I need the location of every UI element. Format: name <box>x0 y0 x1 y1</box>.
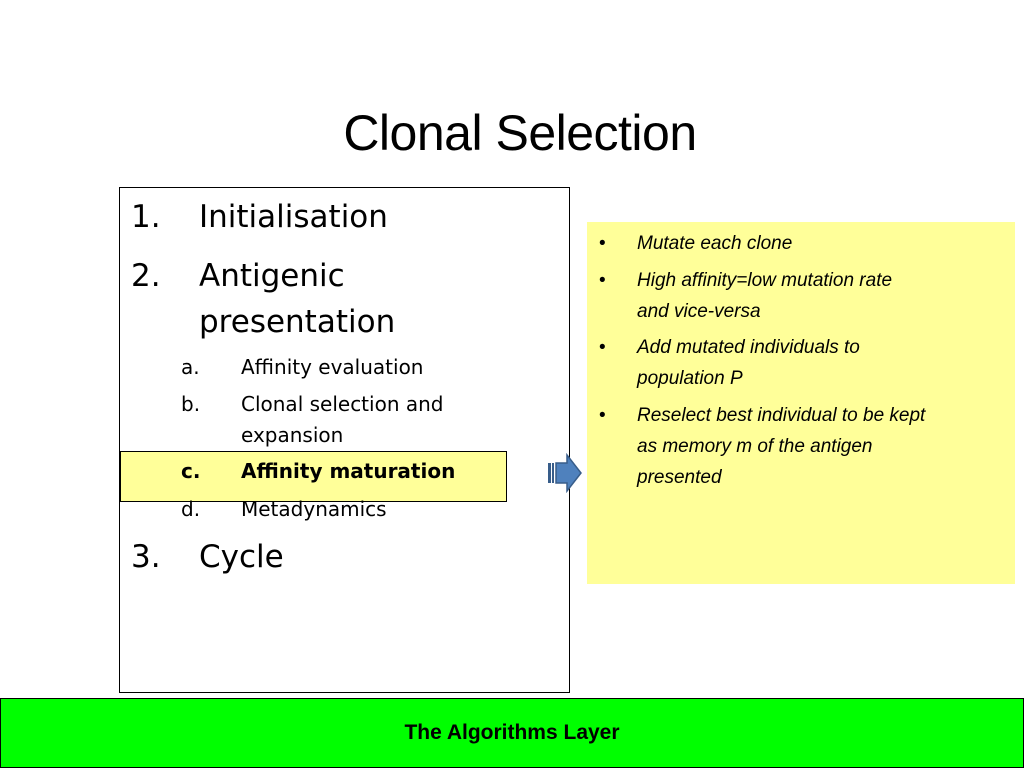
substep-letter: d. <box>181 497 201 521</box>
step-label: Cycle <box>199 539 284 575</box>
maturation-details-box: • Mutate each clone • High affinity=low … <box>587 222 1015 584</box>
bullet-icon: • <box>599 270 606 291</box>
detail-bullet-text: High affinity=low mutation rate <box>637 270 893 291</box>
footer-banner: The Algorithms Layer <box>0 698 1024 768</box>
step-label-line2: presentation <box>199 304 396 340</box>
algorithm-steps-box <box>119 187 570 693</box>
step-label: Initialisation <box>199 199 388 235</box>
highlight-affinity-maturation <box>120 451 507 502</box>
substep-label-line1: Clonal selection and <box>241 392 444 416</box>
detail-bullet-text: as memory m of the antigen <box>637 436 873 457</box>
footer-label: The Algorithms Layer <box>404 721 620 744</box>
step-number: 2. <box>131 258 161 294</box>
detail-bullet-text: Add mutated individuals to <box>637 337 860 358</box>
bullet-icon: • <box>599 337 606 358</box>
substep-label: Affinity evaluation <box>241 355 424 379</box>
substep-label: Affinity maturation <box>241 459 456 483</box>
substep-label-line2: expansion <box>241 423 344 447</box>
detail-bullet-text: presented <box>637 467 722 488</box>
detail-bullet-text: population P <box>637 368 743 389</box>
step-number: 3. <box>131 539 161 575</box>
slide-title: Clonal Selection <box>343 105 697 161</box>
bullet-icon: • <box>599 233 606 254</box>
substep-letter: a. <box>181 355 200 379</box>
right-arrow-icon <box>548 453 582 493</box>
substep-letter: b. <box>181 392 201 416</box>
bullet-icon: • <box>599 405 606 426</box>
detail-bullet-text: Mutate each clone <box>637 233 793 254</box>
substep-label: Metadynamics <box>241 497 387 521</box>
step-number: 1. <box>131 199 161 235</box>
detail-bullet-text: and vice-versa <box>637 301 761 322</box>
detail-bullet-text: Reselect best individual to be kept <box>637 405 926 426</box>
step-label-line1: Antigenic <box>199 258 345 294</box>
substep-letter: c. <box>181 459 201 483</box>
